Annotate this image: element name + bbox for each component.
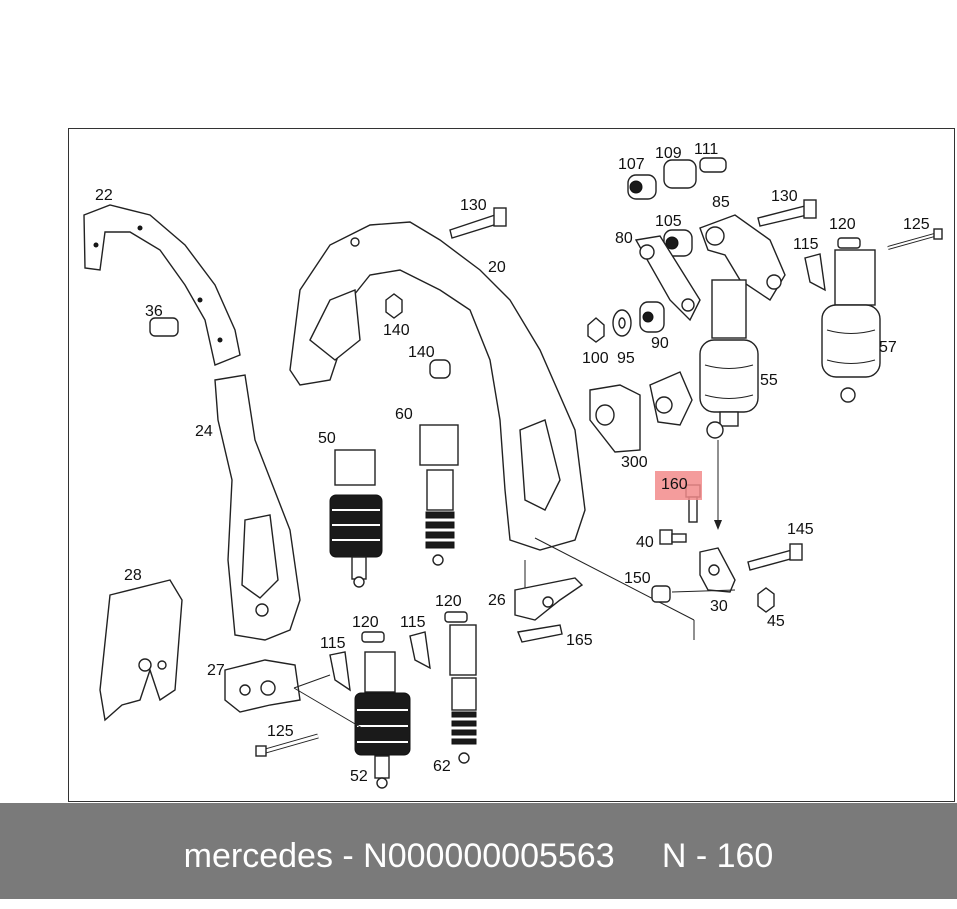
callout-115-b: 115 <box>400 614 426 631</box>
callout-130-right: 130 <box>771 188 798 205</box>
footer-part-caption: mercedes - N000000005563 N - 160 <box>183 837 774 875</box>
part-85-arm <box>699 214 786 301</box>
part-57-air-spring <box>821 249 881 403</box>
callout-111: 111 <box>694 141 718 158</box>
part-28-bracket <box>99 579 183 722</box>
part-107-bushing <box>627 174 657 200</box>
callout-22: 22 <box>95 187 113 204</box>
callout-125-right: 125 <box>903 216 930 233</box>
callout-80: 80 <box>615 230 633 247</box>
callout-90: 90 <box>651 335 669 352</box>
callout-120-a: 120 <box>352 614 379 631</box>
part-130-bolt <box>449 207 507 239</box>
callout-28: 28 <box>124 567 142 584</box>
callout-labels: 22 36 24 28 27 125 130 20 140 140 50 60 … <box>95 141 930 785</box>
callout-57: 57 <box>879 339 897 356</box>
part-95-washer <box>612 309 632 337</box>
part-80-link <box>634 235 701 322</box>
part-60-shock <box>419 424 459 566</box>
part-26-plate <box>514 577 584 621</box>
part-115-clip-a <box>329 651 351 692</box>
callout-36: 36 <box>145 303 163 320</box>
callout-45: 45 <box>767 613 785 630</box>
part-36-bushing <box>149 317 179 337</box>
part-40-bolt <box>659 529 687 545</box>
part-20-frame <box>289 221 586 551</box>
part-115-clip-b <box>409 631 431 670</box>
callout-100: 100 <box>582 350 609 367</box>
leader-arrow-55 <box>714 440 722 530</box>
callout-140-upper: 140 <box>383 322 410 339</box>
callout-107: 107 <box>618 156 645 173</box>
callout-40: 40 <box>636 534 654 551</box>
part-100-nut <box>587 317 605 343</box>
callout-26: 26 <box>488 592 506 609</box>
callout-50: 50 <box>318 430 336 447</box>
part-55-air-spring <box>699 279 759 439</box>
callout-130-top: 130 <box>460 197 487 214</box>
callout-300: 300 <box>621 454 648 471</box>
part-45-nut <box>757 587 775 613</box>
callout-115-c: 115 <box>793 236 819 253</box>
callout-125-lower: 125 <box>267 723 294 740</box>
part-120-bushing-a <box>361 631 385 643</box>
callout-150: 150 <box>624 570 651 587</box>
leader-lines-lower <box>293 537 695 729</box>
callout-140-lower: 140 <box>408 344 435 361</box>
callout-109: 109 <box>655 145 682 162</box>
leader-lines-30 <box>671 589 736 593</box>
part-140-nut-lower <box>429 359 451 379</box>
part-160-highlight <box>655 471 702 500</box>
callout-95: 95 <box>617 350 635 367</box>
part-22-bracket <box>83 204 241 366</box>
callout-30: 30 <box>710 598 728 615</box>
part-120-bushing-c <box>837 237 861 249</box>
footer-bar: mercedes - N000000005563 N - 160 <box>0 803 957 899</box>
callout-62: 62 <box>433 758 451 775</box>
part-109-bushing <box>663 159 697 189</box>
callout-27: 27 <box>207 662 225 679</box>
part-300-bracket <box>589 384 641 453</box>
part-125-bolt-right <box>887 228 943 250</box>
callout-24: 24 <box>195 423 213 440</box>
callout-165: 165 <box>566 632 593 649</box>
callout-120-c: 120 <box>829 216 856 233</box>
callout-120-b: 120 <box>435 593 462 610</box>
part-140-nut-upper <box>385 293 403 319</box>
part-24-bracket <box>214 374 301 641</box>
callout-105: 105 <box>655 213 682 230</box>
callout-115-a: 115 <box>320 635 346 652</box>
part-90-bearing <box>639 301 665 333</box>
part-115-clip-c <box>804 253 826 292</box>
part-30-bracket <box>699 547 736 593</box>
part-145-bolt <box>747 543 803 571</box>
callout-20: 20 <box>488 259 506 276</box>
part-52-shock <box>354 651 411 789</box>
part-150-nut <box>651 585 671 603</box>
callout-60: 60 <box>395 406 413 423</box>
part-165-clip <box>517 624 563 643</box>
part-111-pin <box>699 157 727 173</box>
callout-55: 55 <box>760 372 778 389</box>
part-125-bolt-lower <box>255 733 319 757</box>
callout-160: 160 <box>661 476 688 493</box>
part-50-shock <box>329 449 383 588</box>
callout-85: 85 <box>712 194 730 211</box>
callout-145: 145 <box>787 521 814 538</box>
part-300-plate <box>649 371 693 426</box>
part-62-shock <box>449 624 477 764</box>
part-120-bushing-b <box>444 611 468 623</box>
part-130-bolt-right <box>757 199 817 227</box>
part-27-bracket <box>224 659 301 713</box>
callout-52: 52 <box>350 768 368 785</box>
